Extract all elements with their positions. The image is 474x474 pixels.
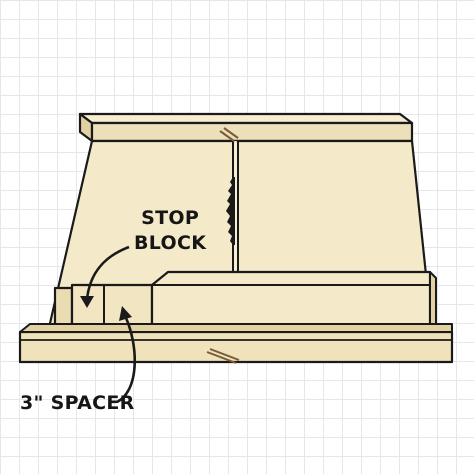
spacer-label: 3" SPACER xyxy=(20,392,135,414)
stop-block-label: STOP BLOCK xyxy=(134,206,206,256)
stop-block-label-line2: BLOCK xyxy=(134,232,207,254)
front-fence xyxy=(18,323,454,364)
stop-block-label-line1: STOP xyxy=(141,207,200,229)
back-fence xyxy=(78,112,414,143)
saw-blade xyxy=(226,177,235,245)
spacer-arrow xyxy=(116,306,137,404)
workpiece-board xyxy=(150,270,437,335)
fence-kerf xyxy=(219,127,239,142)
stop-block-arrow xyxy=(80,245,130,308)
